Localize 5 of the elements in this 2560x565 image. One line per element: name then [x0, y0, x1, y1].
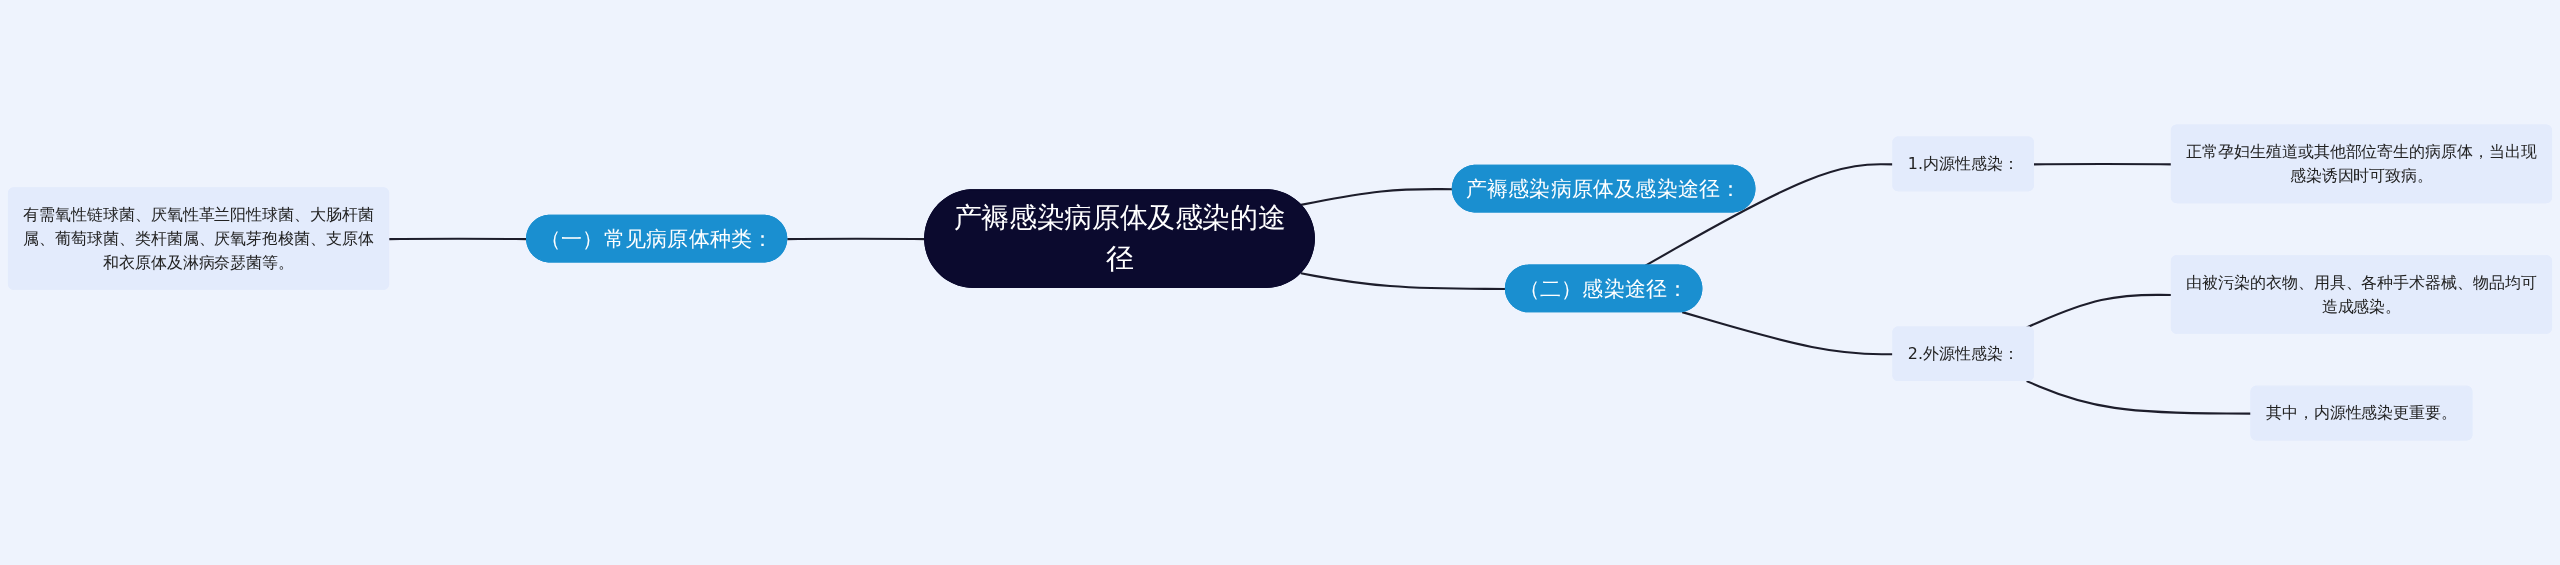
- connector: [1300, 188, 1453, 206]
- connector: [1300, 272, 1506, 291]
- connector: [2026, 380, 2252, 415]
- connector: [2026, 293, 2172, 329]
- connector: [2033, 162, 2172, 166]
